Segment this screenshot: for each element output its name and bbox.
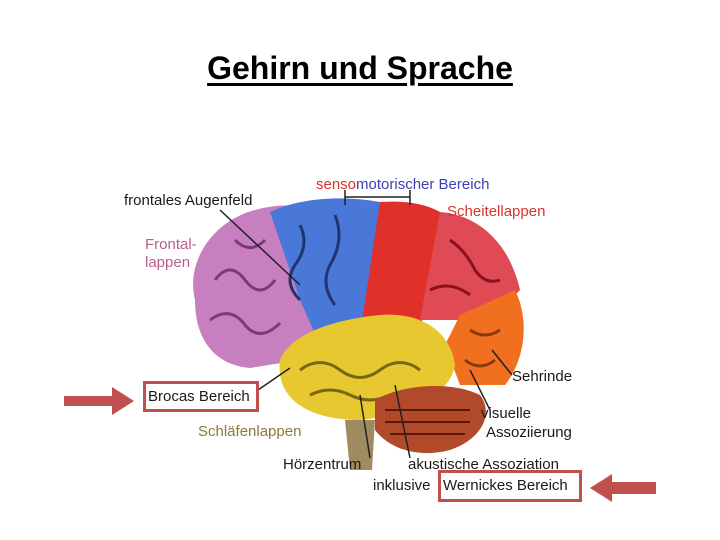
parietal-lobe-region [420, 212, 520, 320]
label-sehrinde: Sehrinde [512, 368, 573, 385]
wernicke-highlight-box [438, 470, 582, 502]
arrow-left-icon [590, 474, 656, 502]
leader-visuelle [469, 369, 491, 411]
motor-cortex-region [270, 198, 395, 345]
label-frontallappen-line1: Frontal- [145, 236, 197, 253]
parietal-lobe-folds [429, 238, 501, 297]
label-schlaefenlappen: Schläfenlappen [198, 423, 302, 440]
leader-sehrinde [491, 349, 513, 376]
label-senso-part: senso [316, 176, 357, 193]
label-visuelle-line1: visuelle [481, 405, 532, 422]
label-inklusive: inklusive [373, 477, 431, 494]
leader-broca [257, 367, 291, 391]
brainstem-region [345, 420, 375, 470]
arrow-right-icon [64, 387, 134, 415]
leader-hoerzentrum [359, 394, 371, 459]
label-visuelle-line2: Assoziierung [486, 424, 572, 441]
label-scheitellappen: Scheitellappen [447, 203, 546, 220]
label-wernickes-bereich: Wernickes Bereich [443, 477, 568, 494]
leader-augenfeld [219, 209, 301, 286]
label-sensomotorischer-bereich: sensomotorischer Bereich [316, 176, 489, 193]
cerebellum-folds [385, 409, 470, 435]
broca-highlight-box [143, 381, 259, 412]
label-frontallappen-line2: lappen [145, 254, 191, 271]
occipital-lobe-folds [464, 328, 501, 368]
label-brocas-bereich: Brocas Bereich [148, 388, 250, 405]
label-akustische-assoziation: akustische Assoziation [408, 456, 559, 473]
motor-cortex-folds [288, 214, 341, 306]
page-title: Gehirn und Sprache [207, 50, 513, 86]
label-hoerzentrum: Hörzentrum [283, 456, 362, 473]
label-motorisch-part: motorischer Bereich [356, 176, 490, 193]
leader-akustisch [394, 384, 411, 459]
leader-sensomotor [344, 190, 411, 205]
cerebellum-region [375, 385, 486, 454]
label-frontales-augenfeld: frontales Augenfeld [124, 192, 253, 209]
frontal-lobe-folds [209, 238, 282, 335]
